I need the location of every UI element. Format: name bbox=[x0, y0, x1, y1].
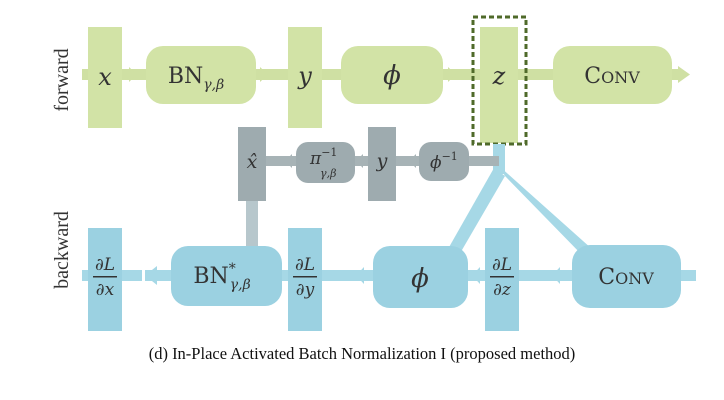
forward-phi-node bbox=[341, 46, 443, 104]
backward-arrow-4 bbox=[472, 267, 480, 284]
backward-dLdz-fraction-bar bbox=[490, 276, 514, 278]
backward-dLdy-fraction-bar bbox=[293, 276, 317, 278]
forward-phi-label: ϕ bbox=[383, 61, 401, 91]
backward-dLdx-fraction-bar bbox=[93, 276, 117, 278]
inverse-arrow-3 bbox=[409, 154, 416, 168]
forward-arrow-4 bbox=[448, 67, 456, 82]
forward-z-node bbox=[480, 27, 518, 143]
forward-z-dashed-highlight bbox=[471, 15, 528, 146]
forward-x-label: x bbox=[98, 63, 112, 91]
forward-bn-node bbox=[146, 46, 256, 104]
inverse-pi-node bbox=[296, 142, 355, 183]
backward-bn-node bbox=[171, 246, 282, 306]
forward-y-node bbox=[288, 27, 322, 128]
forward-conv-label: CONV bbox=[584, 64, 640, 89]
backward-dLdx-num: ∂L bbox=[95, 255, 115, 275]
inverse-arrow-1 bbox=[285, 154, 292, 168]
forward-row-label: forward bbox=[51, 48, 73, 111]
backward-conv-node bbox=[572, 245, 681, 308]
forward-arrow-5 bbox=[678, 66, 690, 83]
backward-conv-label: CONV bbox=[598, 265, 654, 290]
backward-bn-label: BN*γ,β bbox=[193, 261, 250, 293]
branch-to-conv bbox=[499, 166, 592, 257]
figure-caption: (d) In-Place Activated Batch Normalizati… bbox=[148, 344, 576, 363]
inverse-xhat-node bbox=[238, 127, 266, 201]
inverse-phi-node bbox=[419, 142, 469, 181]
forward-arrow-2 bbox=[260, 67, 268, 82]
backward-dLdz-node bbox=[485, 228, 519, 331]
forward-bn-label: BNγ,β bbox=[168, 64, 224, 93]
backward-dLdx-den: ∂x bbox=[96, 280, 115, 300]
backward-row-label: backward bbox=[51, 211, 73, 289]
forward-z-label: z bbox=[492, 62, 506, 90]
inverse-pi-sub-label: γ,β bbox=[320, 167, 336, 180]
forward-arrow-1 bbox=[129, 67, 137, 82]
inverse-y-node bbox=[368, 127, 396, 201]
backward-dLdy-node bbox=[288, 228, 322, 331]
inverse-xhat-label: x̂ bbox=[247, 151, 258, 173]
branch-to-phi bbox=[444, 168, 505, 262]
backward-phi-label: ϕ bbox=[411, 264, 429, 294]
forward-y-label: y bbox=[297, 62, 312, 90]
xhat-to-bn-connector bbox=[246, 200, 258, 252]
backward-dLdy-den: ∂y bbox=[296, 280, 315, 300]
backward-phi-node bbox=[373, 246, 468, 308]
forward-x-node bbox=[88, 27, 122, 128]
backward-arrow-1 bbox=[145, 266, 157, 285]
backward-dLdz-den: ∂z bbox=[493, 280, 512, 300]
inverse-phi-label: ϕ−1 bbox=[430, 150, 458, 173]
forward-conv-node bbox=[553, 46, 672, 104]
backward-arrow-3 bbox=[356, 267, 364, 284]
backward-dLdx-node bbox=[88, 228, 122, 331]
inverse-arrow-2 bbox=[356, 154, 363, 168]
inverse-y-label: y bbox=[376, 150, 388, 172]
inverse-pi-label: π−1 bbox=[309, 146, 337, 169]
backward-dLdy-num: ∂L bbox=[295, 255, 315, 275]
backward-dLdz-num: ∂L bbox=[492, 255, 512, 275]
backward-arrow-5 bbox=[552, 267, 560, 284]
backward-branches bbox=[444, 166, 592, 262]
